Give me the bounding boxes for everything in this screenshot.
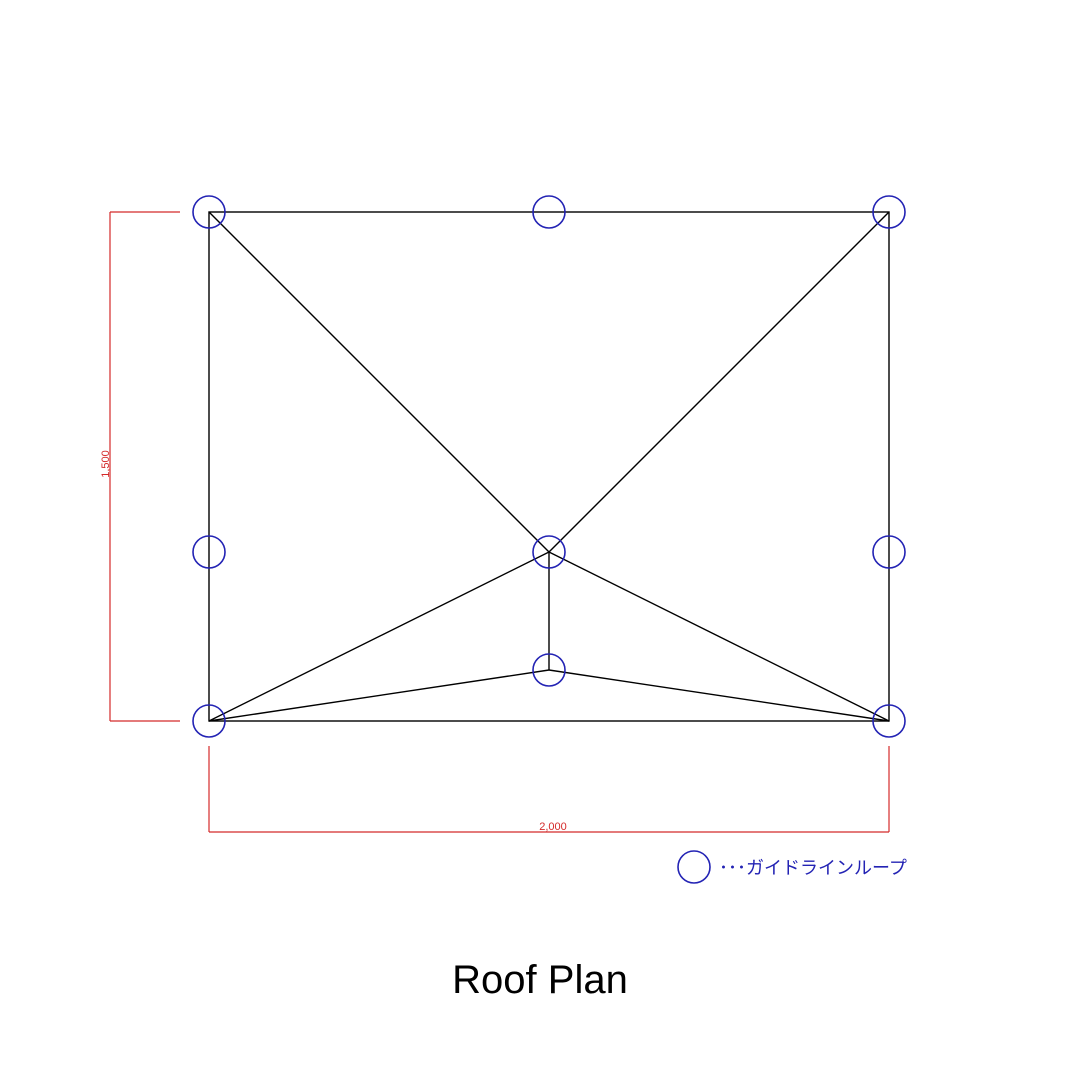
height-dimension bbox=[109, 211, 180, 722]
loop-bottom-right bbox=[872, 704, 906, 738]
roof-perimeter bbox=[208, 211, 890, 722]
width-dimension-label: 2,000 bbox=[539, 821, 567, 833]
hip-line-top-left bbox=[208, 211, 550, 553]
valley-line-right bbox=[548, 669, 890, 722]
loop-mid-right bbox=[872, 535, 906, 569]
hip-line-bottom-left bbox=[208, 551, 550, 722]
loop-mid-left bbox=[192, 535, 226, 569]
loop-top-right bbox=[872, 195, 906, 229]
legend: ･･･ガイドラインループ bbox=[677, 850, 907, 884]
height-dimension-label: 1,500 bbox=[100, 450, 112, 478]
loop-bottom-left bbox=[192, 704, 226, 738]
page-title: Roof Plan bbox=[452, 958, 628, 1002]
loop-center bbox=[532, 535, 566, 569]
legend-label: ･･･ガイドラインループ bbox=[719, 858, 907, 879]
hip-line-bottom-right bbox=[548, 551, 890, 722]
hip-line-top-right bbox=[548, 211, 890, 553]
roof-outline bbox=[208, 211, 890, 722]
guideline-loops bbox=[192, 195, 906, 738]
loop-top-center bbox=[532, 195, 566, 229]
loop-top-left bbox=[192, 195, 226, 229]
loop-lower-center bbox=[532, 653, 566, 687]
circle-icon bbox=[677, 850, 711, 884]
valley-line-left bbox=[208, 669, 550, 722]
width-dimension bbox=[208, 746, 890, 833]
